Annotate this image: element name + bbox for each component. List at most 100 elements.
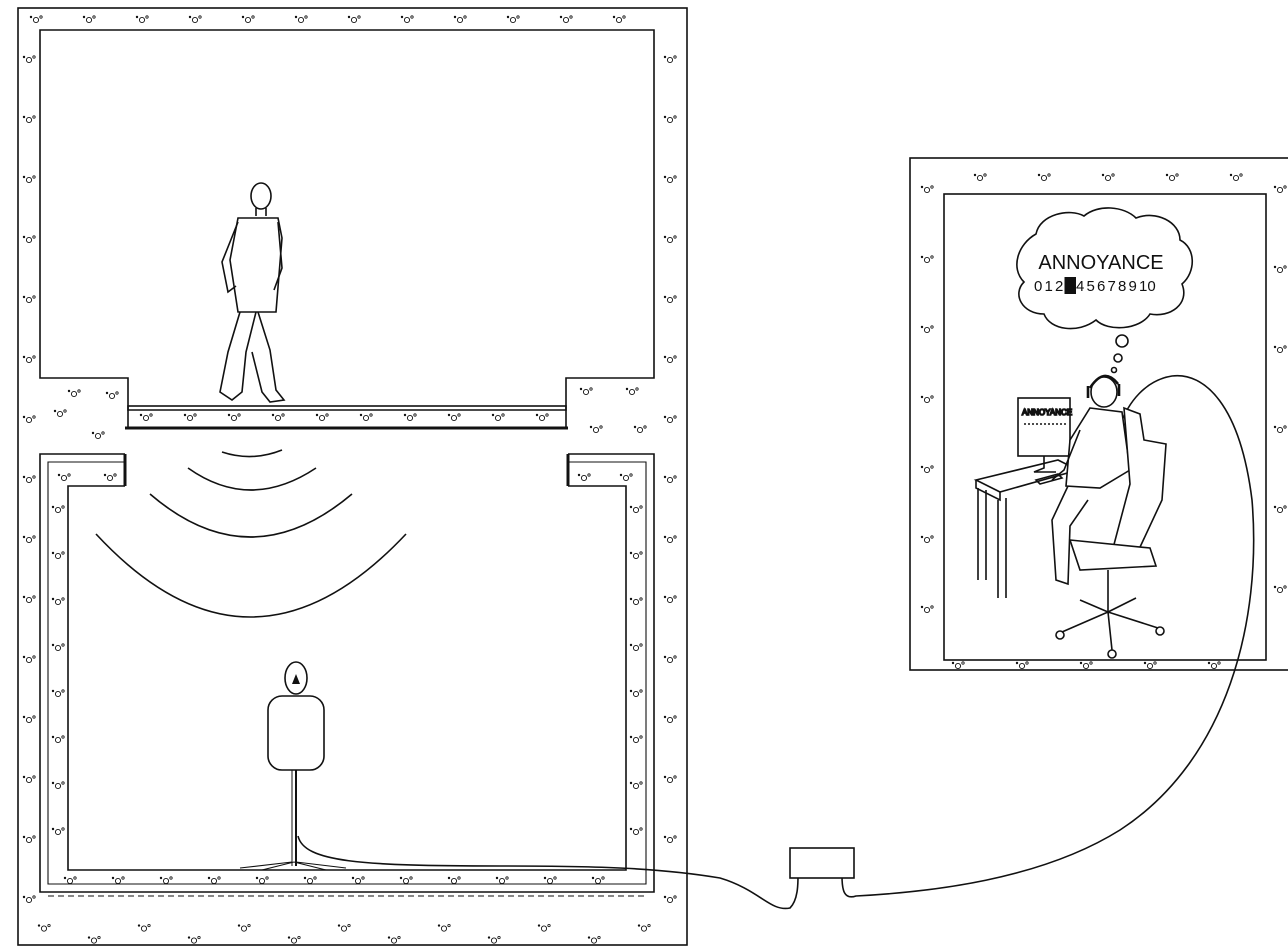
aggregate-speck — [612, 15, 626, 24]
chair-base — [1061, 597, 1159, 651]
lower-room-middle-lining — [47, 461, 647, 885]
sound-wave-4 — [95, 533, 407, 618]
aggregate-speck — [22, 655, 36, 664]
building-cross-section — [17, 7, 688, 946]
walker-torso — [229, 217, 283, 313]
desk-top — [973, 459, 1081, 493]
aggregate-speck — [22, 475, 36, 484]
aggregate-speck — [255, 876, 269, 885]
aggregate-speck — [629, 827, 643, 836]
aggregate-speck — [920, 395, 934, 404]
chair-wheel-1 — [1055, 630, 1065, 640]
aggregate-speck — [400, 15, 414, 24]
aggregate-speck — [587, 935, 601, 944]
aggregate-speck — [51, 781, 65, 790]
aggregate-speck — [315, 413, 329, 422]
aggregate-speck — [663, 535, 677, 544]
aggregate-speck — [535, 413, 549, 422]
monitor-heading: ANNOYANCE — [1022, 408, 1072, 417]
aggregate-speck — [663, 715, 677, 724]
cable-box-to-listener — [841, 374, 1255, 898]
listener-workstation: ANNOYANCE — [973, 374, 1167, 659]
aggregate-speck — [495, 876, 509, 885]
aggregate-speck — [629, 643, 643, 652]
aggregate-speck — [633, 425, 647, 434]
aggregate-speck — [663, 175, 677, 184]
aggregate-speck — [241, 15, 255, 24]
aggregate-speck — [437, 923, 451, 932]
aggregate-speck — [1229, 173, 1243, 182]
aggregate-speck — [663, 895, 677, 904]
aggregate-speck — [303, 876, 317, 885]
aggregate-speck — [1273, 345, 1287, 354]
aggregate-speck — [920, 535, 934, 544]
monitor-screen — [1017, 397, 1071, 457]
listener-body — [1065, 407, 1131, 489]
aggregate-speck — [1273, 505, 1287, 514]
aggregate-speck — [629, 781, 643, 790]
aggregate-speck — [663, 55, 677, 64]
aggregate-speck — [82, 15, 96, 24]
aggregate-speck — [559, 15, 573, 24]
aggregate-speck — [51, 551, 65, 560]
aggregate-speck — [663, 775, 677, 784]
annoyance-scale-digit: 1 — [1045, 278, 1053, 295]
aggregate-speck — [1273, 265, 1287, 274]
aggregate-speck — [447, 413, 461, 422]
aggregate-speck — [183, 413, 197, 422]
aggregate-speck — [22, 415, 36, 424]
desk-legs — [977, 488, 1007, 598]
aggregate-speck — [1273, 185, 1287, 194]
aggregate-speck — [1079, 661, 1093, 670]
aggregate-speck — [629, 551, 643, 560]
annoyance-scale-digit: 10 — [1139, 278, 1156, 295]
aggregate-speck — [663, 235, 677, 244]
aggregate-speck — [1101, 173, 1115, 182]
aggregate-speck — [487, 935, 501, 944]
dummy-head-microphone — [239, 661, 347, 871]
walker-head — [250, 182, 272, 210]
sound-wave-1 — [221, 449, 283, 458]
lower-room-inner-lining — [67, 485, 627, 871]
aggregate-speck — [663, 295, 677, 304]
desk-front — [975, 480, 1001, 502]
walking-person — [219, 182, 286, 403]
aggregate-speck — [663, 415, 677, 424]
keyboard — [1034, 473, 1064, 485]
sound-wave-3 — [149, 493, 353, 538]
annoyance-scale-digit: 5 — [1087, 278, 1095, 295]
aggregate-speck — [347, 15, 361, 24]
aggregate-speck — [22, 235, 36, 244]
dummy-torso — [267, 695, 325, 771]
aggregate-speck — [87, 935, 101, 944]
aggregate-speck — [920, 185, 934, 194]
aggregate-speck — [22, 355, 36, 364]
aggregate-speck — [577, 473, 591, 482]
aggregate-speck — [22, 535, 36, 544]
listener-headphones — [1086, 374, 1121, 398]
aggregate-speck — [663, 835, 677, 844]
aggregate-speck — [63, 876, 77, 885]
listening-room-inner-wall — [943, 193, 1267, 661]
aggregate-speck — [663, 475, 677, 484]
dummy-tripod — [239, 861, 347, 871]
aggregate-speck — [543, 876, 557, 885]
aggregate-speck — [22, 55, 36, 64]
aggregate-speck — [973, 173, 987, 182]
aggregate-speck — [22, 115, 36, 124]
walker-arm-right — [273, 221, 283, 291]
aggregate-speck — [506, 15, 520, 24]
aggregate-speck — [589, 425, 603, 434]
listening-room — [909, 157, 1288, 671]
listening-room-texture — [920, 173, 1287, 670]
annoyance-scale-digit: 8 — [1118, 278, 1126, 295]
aggregate-speck — [103, 473, 117, 482]
chair-wheel-3 — [1155, 626, 1165, 636]
aggregate-speck — [453, 15, 467, 24]
aggregate-speck — [1143, 661, 1157, 670]
aggregate-speck — [591, 876, 605, 885]
listening-room-outer-wall — [909, 157, 1288, 671]
thought-bubble-dot-small — [1110, 366, 1118, 374]
aggregate-speck — [951, 661, 965, 670]
